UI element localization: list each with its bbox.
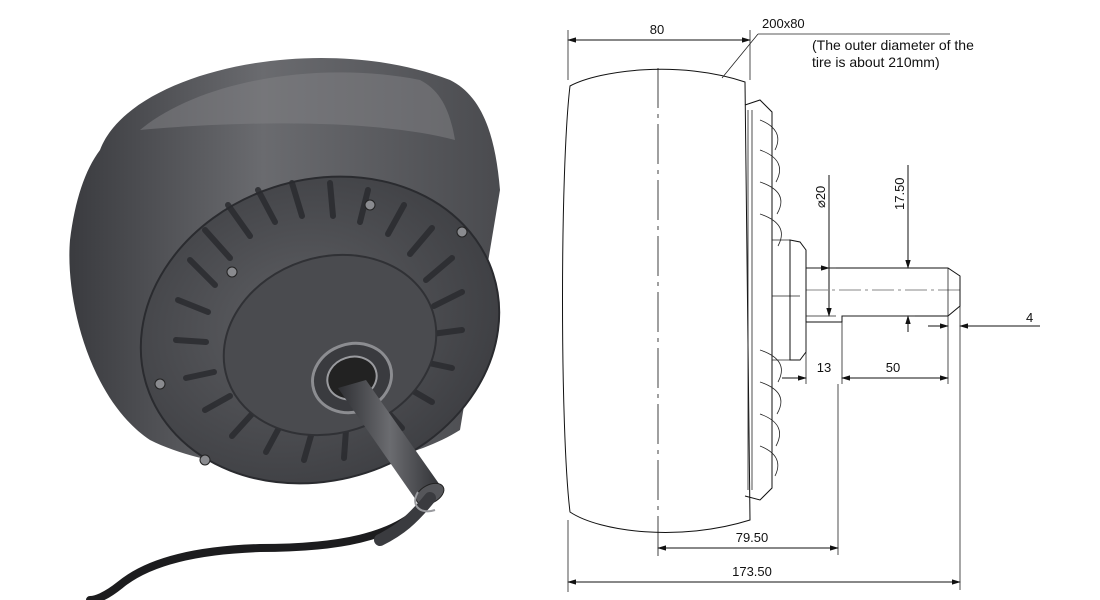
- cooling-fins: [173, 180, 465, 463]
- bearing-boss: [789, 239, 807, 361]
- dim-17-50: 17.50: [892, 177, 907, 210]
- hub-motor-photo: [69, 57, 501, 600]
- drum-highlight: [140, 72, 455, 140]
- shaft-profile: [806, 267, 961, 323]
- hub-flange: [744, 99, 773, 501]
- tire-profile: [562, 68, 751, 533]
- screws: [154, 199, 468, 466]
- dim-dia-20: ⌀20: [813, 186, 828, 208]
- dim-50: 50: [886, 360, 900, 375]
- motor-cable: [86, 494, 434, 600]
- tire-note-line2: tire is about 210mm): [812, 54, 940, 70]
- dim-4: 4: [1026, 310, 1033, 325]
- tire-note-line1: (The outer diameter of the: [812, 37, 974, 53]
- motor-shaft: [338, 380, 442, 500]
- hub-fins-profile: [747, 110, 800, 490]
- tire-spec-label: 200x80: [762, 16, 805, 31]
- dim-79-50: 79.50: [736, 530, 769, 545]
- dim-173-50: 173.50: [732, 564, 772, 579]
- technical-drawing: 80 200x80 (The outer diameter of the tir…: [562, 16, 1040, 592]
- dim-13: 13: [817, 360, 831, 375]
- dim-80: 80: [650, 22, 664, 37]
